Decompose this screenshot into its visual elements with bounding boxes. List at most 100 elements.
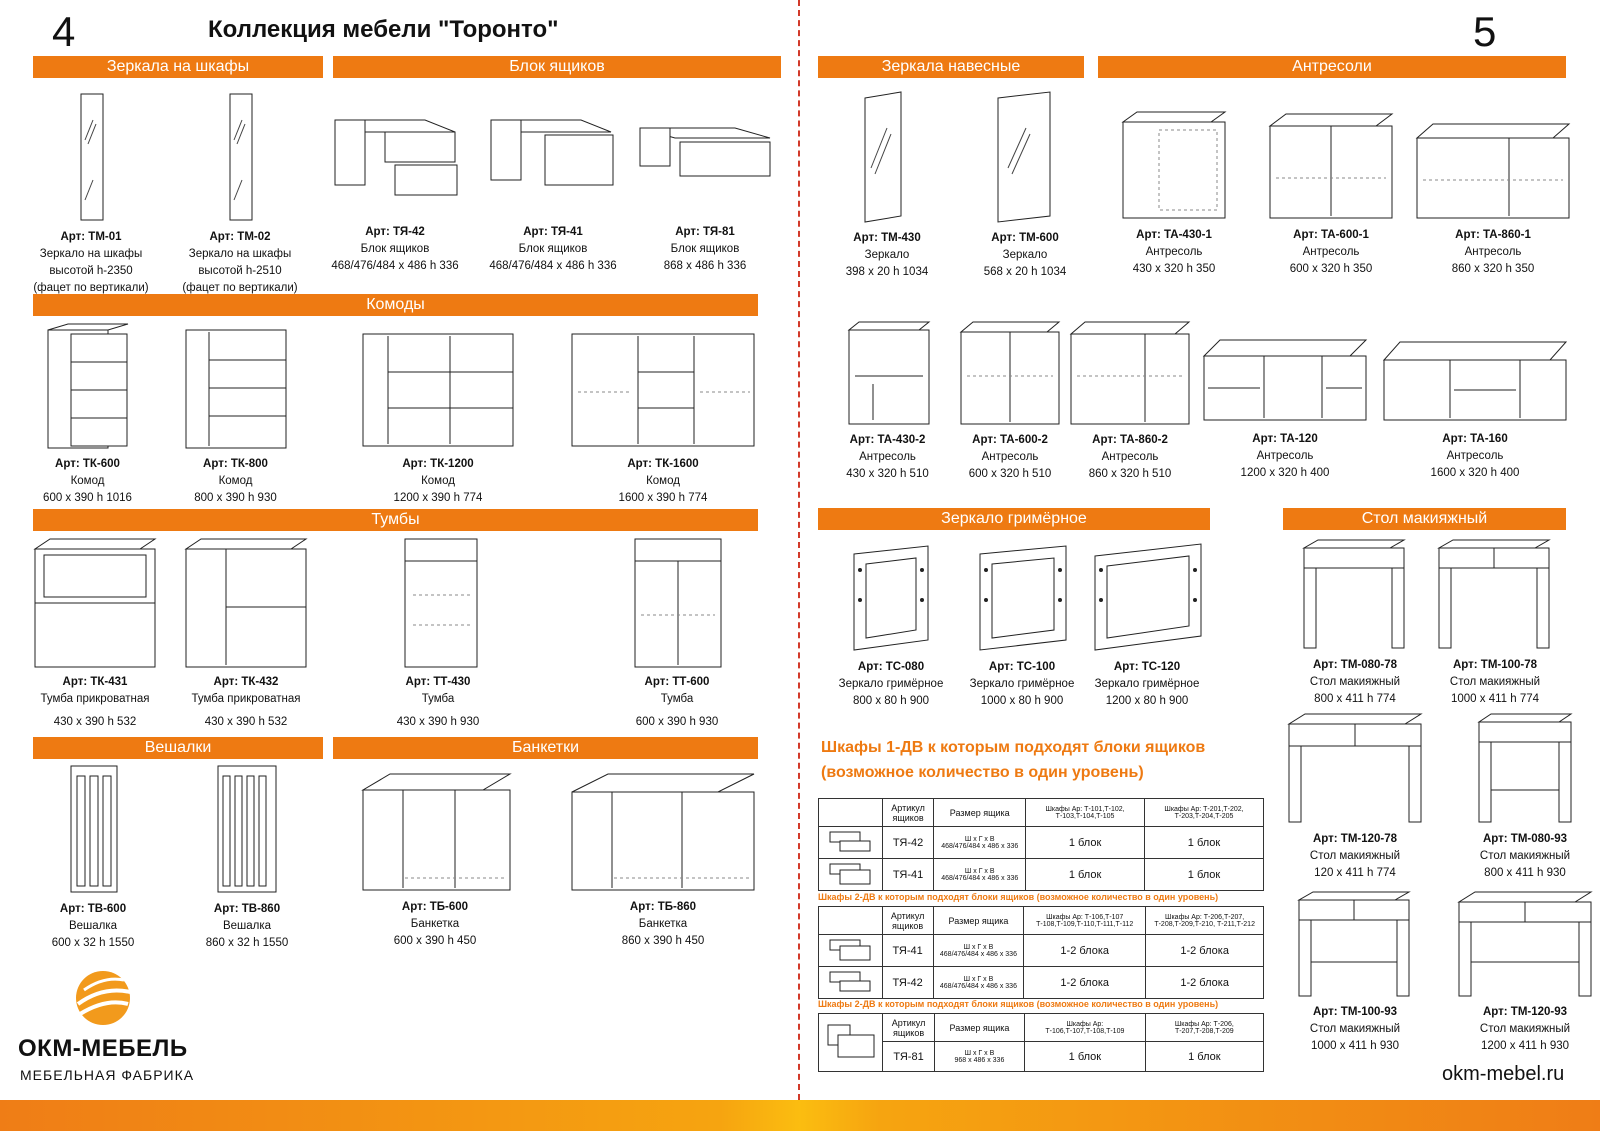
makeup-mirror-icon (853, 545, 929, 651)
table-header: Размер ящика (933, 1013, 1026, 1042)
left-page-number: 4 (52, 8, 76, 55)
art: Арт: ТК-431 (62, 676, 128, 688)
hanger-icon (217, 765, 277, 893)
product-tk-800: Арт: ТК-800 Комод 800 х 390 h 930 (168, 322, 303, 507)
mezzanine-icon (847, 321, 930, 425)
table-header: Размер ящика (933, 798, 1027, 827)
dresser-icon (185, 329, 286, 449)
desc: 800 х 411 h 774 (1314, 693, 1396, 705)
table-cell (818, 906, 883, 935)
table-header: Шкафы Ар: Т-201,Т-202, Т-203,Т-204,Т-205 (1144, 798, 1264, 827)
product-tm-100-93: Арт: ТМ-100-93 Стол макияжный 1000 х 411… (1280, 890, 1430, 1055)
product-tm-430: Арт: ТМ-430 Зеркало 398 х 20 h 1034 (812, 88, 962, 281)
wardrobe-note-sub3: Шкафы 2-ДВ к которым подходят блоки ящик… (818, 999, 1219, 1009)
makeup-table-icon (1297, 891, 1411, 997)
product-tt-430: Арт: ТТ-430 Тумба 430 х 390 h 930 (363, 535, 513, 731)
art: Арт: ТА-860-2 (1092, 434, 1168, 446)
product-ta-600-1: Арт: ТА-600-1 Антресоль 600 х 320 h 350 (1256, 108, 1406, 278)
product-tm-080-78: Арт: ТМ-080-78 Стол макияжный 800 х 411 … (1280, 538, 1430, 708)
product-tm-100-78: Арт: ТМ-100-78 Стол макияжный 1000 х 411… (1420, 538, 1570, 708)
collection-title: Коллекция мебели "Торонто" (208, 16, 559, 43)
mirror-tall-icon (80, 93, 104, 221)
mezzanine-icon (1202, 339, 1368, 421)
art: Арт: ТМ-120-78 (1312, 833, 1398, 845)
product-ta-860-1: Арт: ТА-860-1 Антресоль 860 х 320 h 350 (1408, 118, 1578, 278)
art: Арт: ТЯ-81 (675, 226, 735, 238)
makeup-table-icon (1302, 539, 1406, 649)
table-header: Шкафы Ар: Т-106,Т-107 Т-108,Т-109,Т-110,… (1023, 906, 1147, 935)
desc: 430 х 320 h 510 (846, 468, 929, 480)
product-tya-42: Арт: ТЯ-42 Блок ящиков 468/476/484 х 486… (320, 110, 470, 275)
desc: Стол макияжный (1309, 850, 1401, 862)
cabinet-icon (634, 538, 722, 668)
desc: 1600 х 390 h 774 (618, 492, 708, 504)
desc: Антресоль (1101, 451, 1159, 463)
desc: Антресоль (1464, 246, 1522, 258)
website-link[interactable]: okm-mebel.ru (1442, 1063, 1565, 1085)
table-cell (818, 798, 883, 827)
table-cell: 1 блок (1024, 1041, 1146, 1072)
product-tm-120-93: Арт: ТМ-120-93 Стол макияжный 1200 х 411… (1450, 890, 1600, 1055)
table-header: Шкафы Ар: Т-206,Т-207, Т-208,Т-209,Т-210… (1145, 906, 1264, 935)
makeup-mirror-icon (1094, 543, 1202, 651)
table-cell (818, 934, 883, 967)
product-tm-120-78: Арт: ТМ-120-78 Стол макияжный 120 х 411 … (1280, 712, 1430, 882)
desc: Банкетка (638, 918, 688, 930)
desc: Стол макияжный (1309, 1023, 1401, 1035)
cabinet-icon (404, 538, 478, 668)
makeup-mirror-icon (979, 545, 1067, 651)
desc: 860 х 390 h 450 (621, 935, 705, 947)
desc: высотой h-2510 (198, 265, 282, 277)
desc: Стол макияжный (1449, 676, 1541, 688)
art: Арт: ТЯ-41 (523, 226, 583, 238)
table-cell: ТЯ-42 (881, 826, 935, 859)
art: Арт: ТК-1600 (627, 458, 699, 470)
desc: 600 х 390 h 1016 (43, 492, 132, 504)
art: Арт: ТК-600 (55, 458, 120, 470)
bench-icon (571, 773, 755, 891)
mirror-tall-icon (229, 93, 253, 221)
drawer-block-icon (829, 831, 871, 852)
compat-table-3: Артикул ящиков Размер ящика Шкафы Ар: Т-… (817, 1013, 1265, 1072)
desc: 468/476/484 х 486 h 336 (489, 260, 617, 272)
desc: 860 х 320 h 350 (1451, 263, 1535, 275)
product-tya-41: Арт: ТЯ-41 Блок ящиков 468/476/484 х 486… (478, 110, 628, 275)
product-tv-860: Арт: ТВ-860 Вешалка 860 х 32 h 1550 (172, 762, 322, 952)
size-label: Ш х Г х В (964, 1049, 995, 1057)
product-ta-860-2: Арт: ТА-860-2 Антресоль 860 х 320 h 510 (1055, 318, 1205, 483)
table-cell: ТЯ-41 (881, 858, 935, 891)
product-tk-1600: Арт: ТК-1600 Комод 1600 х 390 h 774 (568, 322, 758, 507)
desc: Вешалка (222, 920, 272, 932)
desc: Антресоль (1302, 246, 1360, 258)
product-ta-120: Арт: ТА-120 Антресоль 1200 х 320 h 400 (1200, 330, 1370, 482)
desc: (фацет по вертикали) (182, 282, 298, 294)
desc: 1200 х 80 h 900 (1105, 695, 1189, 707)
size-label: Ш х Г х В (964, 835, 995, 843)
product-tv-600: Арт: ТВ-600 Вешалка 600 х 32 h 1550 (18, 762, 168, 952)
table-cell (818, 966, 883, 999)
product-tm-600: Арт: ТМ-600 Зеркало 568 х 20 h 1034 (950, 88, 1100, 281)
mirror-icon (997, 91, 1051, 223)
desc: 800 х 411 h 930 (1484, 867, 1566, 879)
desc: Тумба прикроватная (191, 693, 301, 705)
desc: Зеркало гримёрное (1094, 678, 1200, 690)
product-tk-432: Арт: ТК-432 Тумба прикроватная 430 х 390… (176, 535, 316, 731)
wardrobe-note-sub2: Шкафы 2-ДВ к которым подходят блоки ящик… (818, 892, 1219, 902)
desc: Антресоль (1446, 450, 1504, 462)
product-tm-080-93: Арт: ТМ-080-93 Стол макияжный 800 х 411 … (1450, 712, 1600, 882)
product-ta-430-1: Арт: ТА-430-1 Антресоль 430 х 320 h 350 (1104, 108, 1244, 278)
desc: 1600 х 320 h 400 (1430, 467, 1520, 479)
section-dressers: Комоды (33, 294, 758, 316)
desc: 1000 х 411 h 930 (1310, 1040, 1400, 1052)
art: Арт: ТБ-860 (629, 901, 697, 913)
table-header: Артикул ящиков (881, 798, 935, 827)
nightstand-icon (33, 538, 157, 668)
wardrobe-note-line2: (возможное количество в один уровень) (821, 764, 1144, 781)
nightstand-icon (184, 538, 308, 668)
desc: Стол макияжный (1479, 1023, 1571, 1035)
table-cell: 1-2 блока (1145, 934, 1264, 967)
bench-icon (361, 773, 512, 891)
